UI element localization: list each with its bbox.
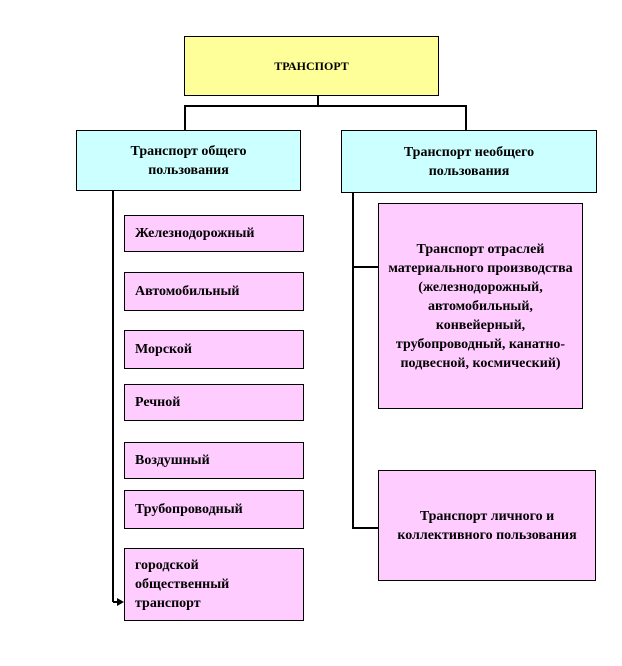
left-item-label: Воздушный	[135, 453, 210, 468]
left-branch-drop-line	[184, 105, 186, 130]
left-item-pipeline: Трубопроводный	[124, 490, 304, 529]
left-item-automobile: Автомобильный	[124, 272, 304, 311]
left-item-urban-transport: городской общественный транспорт	[124, 548, 304, 621]
right-item-label: Транспорт отраслей материального произво…	[388, 241, 573, 371]
right-tick-2-line	[352, 527, 378, 529]
arrow-head-icon	[117, 598, 124, 606]
left-item-river: Речной	[124, 384, 304, 421]
root-label: ТРАНСПОРТ	[274, 58, 349, 73]
right-item-personal: Транспорт личного и коллективного пользо…	[378, 470, 596, 581]
left-item-label: Железнодорожный	[135, 226, 255, 241]
right-trunk-line	[352, 193, 354, 528]
left-item-sea: Морской	[124, 330, 304, 369]
right-item-production: Транспорт отраслей материального произво…	[378, 203, 583, 409]
right-category-label: Транспорт необщего пользования	[403, 144, 535, 179]
left-category-label: Транспорт общего пользования	[130, 143, 247, 178]
left-trunk-line	[112, 191, 114, 602]
left-item-label: Речной	[135, 395, 181, 410]
root-stem-line	[317, 96, 319, 106]
right-category-node: Транспорт необщего пользования	[341, 130, 597, 193]
branch-horizontal-line	[184, 105, 467, 107]
left-item-air: Воздушный	[124, 442, 304, 479]
left-item-railway: Железнодорожный	[124, 215, 304, 252]
left-category-node: Транспорт общего пользования	[76, 130, 301, 191]
right-tick-1-line	[352, 266, 378, 268]
left-item-label: Трубопроводный	[135, 502, 243, 517]
left-item-label: Морской	[135, 342, 192, 357]
root-node: ТРАНСПОРТ	[184, 36, 439, 96]
right-branch-drop-line	[465, 105, 467, 130]
left-item-label: городской общественный транспорт	[135, 558, 230, 611]
left-item-label: Автомобильный	[135, 284, 240, 299]
right-item-label: Транспорт личного и коллективного пользо…	[397, 508, 577, 543]
